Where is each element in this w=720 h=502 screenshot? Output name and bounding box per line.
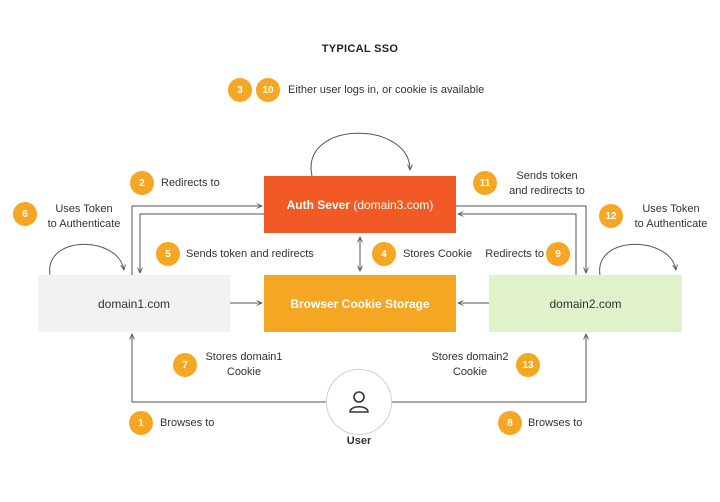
step-badge-11: 11 [473, 171, 497, 195]
step-label-12-line1: Uses Token [642, 203, 700, 215]
auth-self-loop [310, 132, 410, 177]
step-label-7-line1: Stores domain1 [205, 351, 283, 363]
auth-server-box: Auth Sever (domain3.com) [264, 176, 456, 233]
step-badge-6: 6 [13, 202, 37, 226]
domain1-label: domain1.com [97, 296, 171, 311]
diagram-title: TYPICAL SSO [321, 43, 399, 55]
step-label-12: Uses Token to Authenticate [626, 202, 716, 232]
step-label-5: Sends token and redirects [186, 248, 314, 260]
arrow-user-to-domain2 [392, 334, 586, 403]
step-badge-5: 5 [156, 242, 180, 266]
step-label-4: Stores Cookie [403, 248, 473, 260]
domain2-self-loop [599, 243, 676, 276]
step-label-2: Redirects to [161, 177, 220, 189]
step-label-1: Browses to [160, 417, 215, 429]
step-label-13-line1: Stores domain2 [431, 351, 509, 363]
arrow-token-to-domain1 [140, 213, 264, 273]
auth-server-domain: (domain3.com) [353, 197, 434, 212]
step-label-13: Stores domain2 Cookie [428, 350, 512, 380]
auth-server-label: Auth Sever [286, 197, 350, 212]
step-badge-9: 9 [546, 242, 570, 266]
step-label-8: Browses to [528, 417, 583, 429]
user-label: User [346, 435, 372, 447]
step-label-13-line2: Cookie [452, 366, 488, 378]
step-badge-3: 3 [228, 78, 252, 102]
step-badge-2: 2 [130, 171, 154, 195]
step-label-12-line2: to Authenticate [634, 218, 708, 230]
step-label-10: Either user logs in, or cookie is availa… [288, 84, 485, 96]
arrow-redirect-from-domain2 [458, 214, 577, 275]
cookie-storage-label: Browser Cookie Storage [290, 296, 430, 311]
step-label-9: Redirects to [485, 248, 544, 260]
domain1-box: domain1.com [38, 275, 230, 332]
step-label-11-line1: Sends token [516, 170, 578, 182]
step-label-7-line2: Cookie [226, 366, 262, 378]
step-badge-7: 7 [173, 353, 197, 377]
user-node [326, 369, 392, 435]
step-badge-1: 1 [129, 411, 153, 435]
step-label-11-line2: and redirects to [509, 185, 585, 197]
step-label-6-line1: Uses Token [55, 203, 113, 215]
step-label-6-line2: to Authenticate [47, 218, 121, 230]
step-label-6: Uses Token to Authenticate [40, 202, 128, 232]
step-badge-8: 8 [498, 411, 522, 435]
step-badge-4: 4 [372, 242, 396, 266]
domain2-box: domain2.com [489, 275, 682, 332]
step-label-11: Sends token and redirects to [502, 169, 592, 199]
step-badge-12: 12 [599, 204, 623, 228]
step-badge-13: 13 [516, 353, 540, 377]
domain1-self-loop [49, 243, 124, 276]
cookie-storage-box: Browser Cookie Storage [264, 275, 456, 332]
arrow-token-to-domain2 [456, 205, 586, 273]
arrow-redirect-to-auth [131, 206, 262, 275]
step-label-7: Stores domain1 Cookie [202, 350, 286, 380]
step-badge-10: 10 [256, 78, 280, 102]
domain2-label: domain2.com [549, 296, 622, 311]
user-icon [349, 391, 369, 413]
arrow-user-to-domain1 [132, 334, 326, 403]
